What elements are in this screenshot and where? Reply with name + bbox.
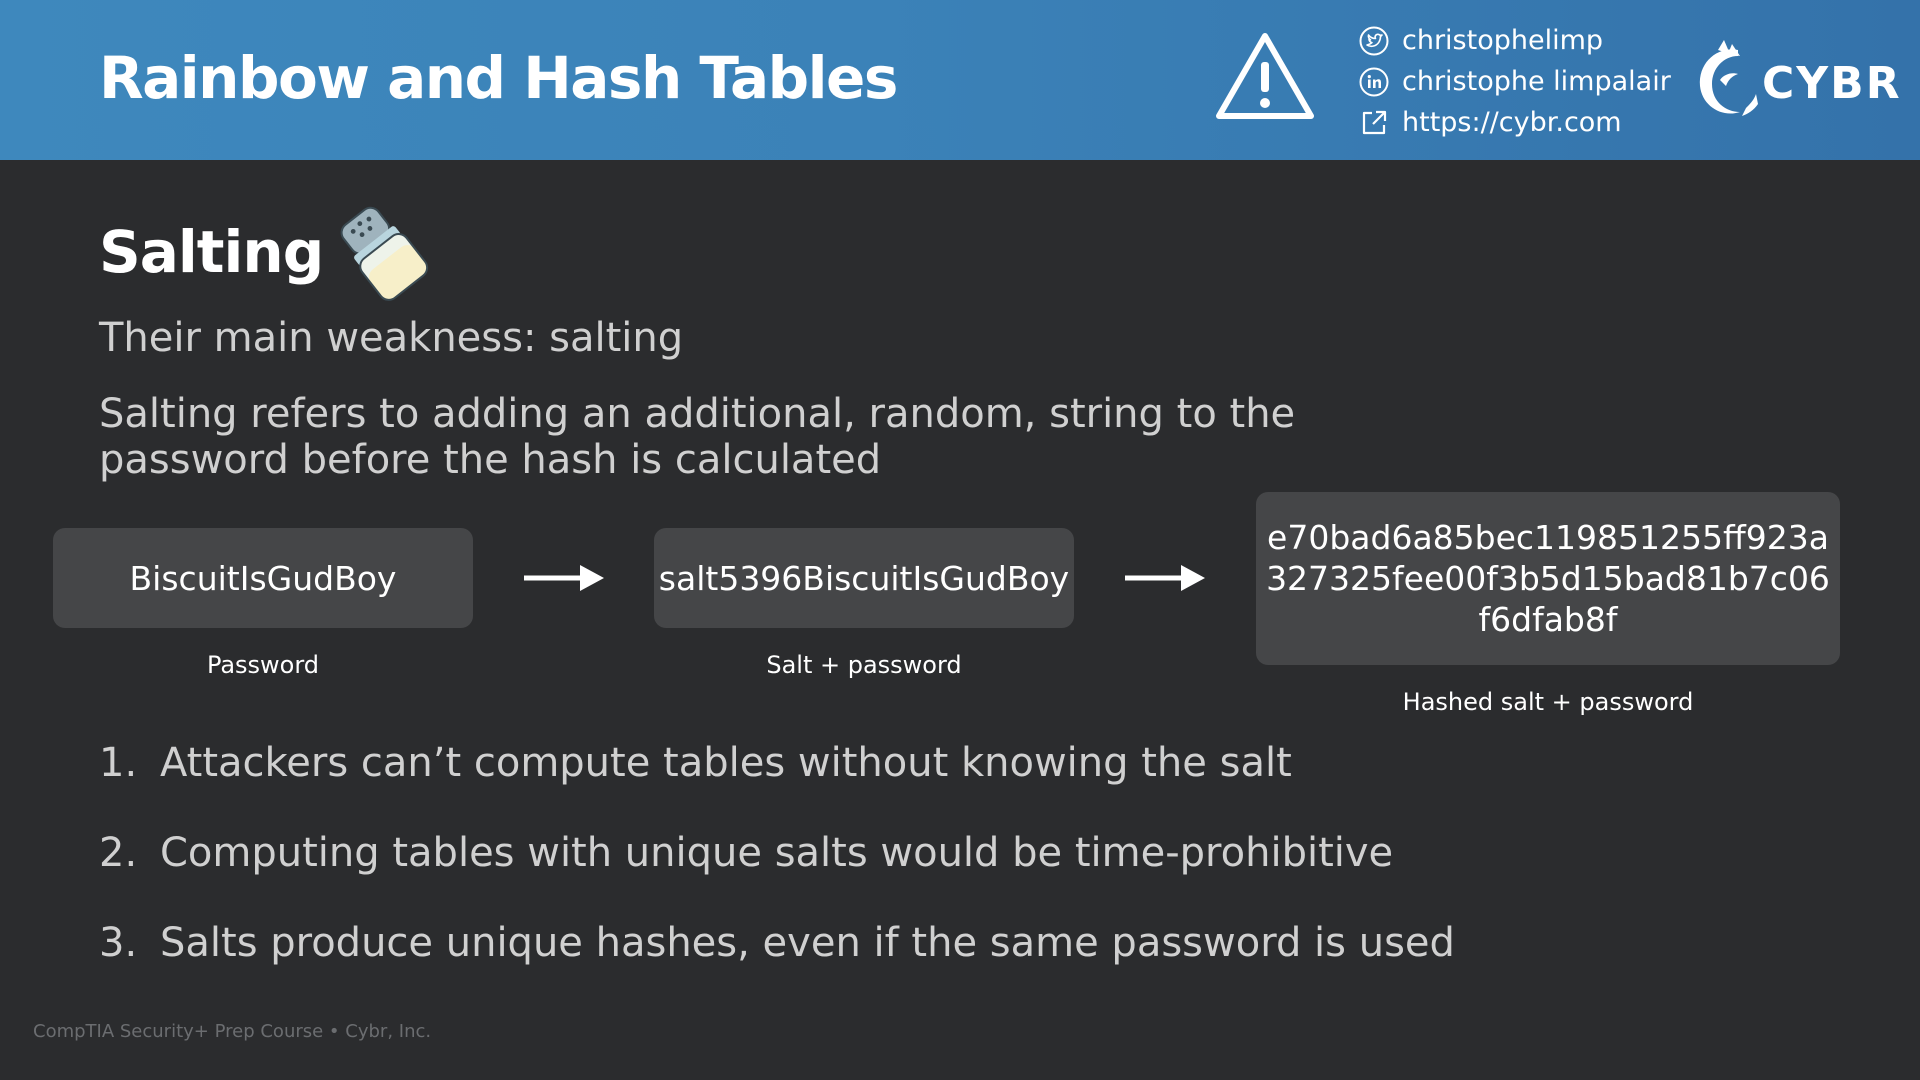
benefits-list: 1. Attackers can’t compute tables withou…: [99, 740, 1699, 1010]
twitter-handle: christophelimp: [1402, 25, 1604, 56]
list-item: 2. Computing tables with unique salts wo…: [99, 830, 1699, 920]
linkedin-icon: [1359, 67, 1389, 96]
list-item-text: Attackers can’t compute tables without k…: [160, 740, 1292, 786]
arrow-right-icon: [524, 565, 604, 591]
cybr-logo-icon: [1699, 40, 1758, 116]
list-item: 3. Salts produce unique hashes, even if …: [99, 920, 1699, 1010]
arrow-right-icon: [1125, 565, 1205, 591]
section-title: Salting: [99, 218, 324, 286]
external-link-icon: [1362, 110, 1387, 134]
footer-text: CompTIA Security+ Prep Course • Cybr, In…: [33, 1021, 432, 1042]
list-item: 1. Attackers can’t compute tables withou…: [99, 740, 1699, 830]
password-box: BiscuitIsGudBoy: [53, 528, 473, 628]
list-item-text: Computing tables with unique salts would…: [160, 830, 1394, 876]
password-value: BiscuitIsGudBoy: [129, 558, 397, 598]
cybr-logo: CYBR: [1688, 36, 1900, 126]
password-caption: Password: [206, 651, 320, 679]
salt-shaker-icon: [340, 206, 429, 301]
list-item-text: Salts produce unique hashes, even if the…: [160, 920, 1455, 966]
salted-password-caption: Salt + password: [766, 651, 962, 679]
twitter-icon: [1359, 26, 1389, 55]
lead-text: Their main weakness: salting: [99, 315, 684, 361]
list-item-number: 2.: [99, 830, 138, 876]
salting-definition: Salting refers to adding an additional, …: [99, 391, 1296, 483]
hashed-value: e70bad6a85bec119851255ff923a327325fee00f…: [1266, 518, 1830, 639]
slide-title: Rainbow and Hash Tables: [99, 44, 898, 112]
linkedin-name: christophe limpalair: [1402, 66, 1671, 97]
warning-icon: [1216, 33, 1314, 119]
hashed-value-caption: Hashed salt + password: [1402, 688, 1694, 716]
brand-name: CYBR: [1762, 58, 1902, 109]
list-item-number: 1.: [99, 740, 138, 786]
salted-password-box: salt5396BiscuitIsGudBoy: [654, 528, 1074, 628]
slide-header: Rainbow and Hash Tables christophelimp c…: [0, 0, 1920, 160]
hashed-value-box: e70bad6a85bec119851255ff923a327325fee00f…: [1256, 492, 1840, 665]
website-url: https://cybr.com: [1402, 107, 1622, 138]
salted-password-value: salt5396BiscuitIsGudBoy: [658, 558, 1070, 598]
twitter-link[interactable]: christophelimp: [1358, 20, 1688, 61]
list-item-number: 3.: [99, 920, 138, 966]
social-links: christophelimp christophe limpalair http…: [1358, 20, 1688, 143]
website-link[interactable]: https://cybr.com: [1358, 102, 1688, 143]
linkedin-link[interactable]: christophe limpalair: [1358, 61, 1688, 102]
